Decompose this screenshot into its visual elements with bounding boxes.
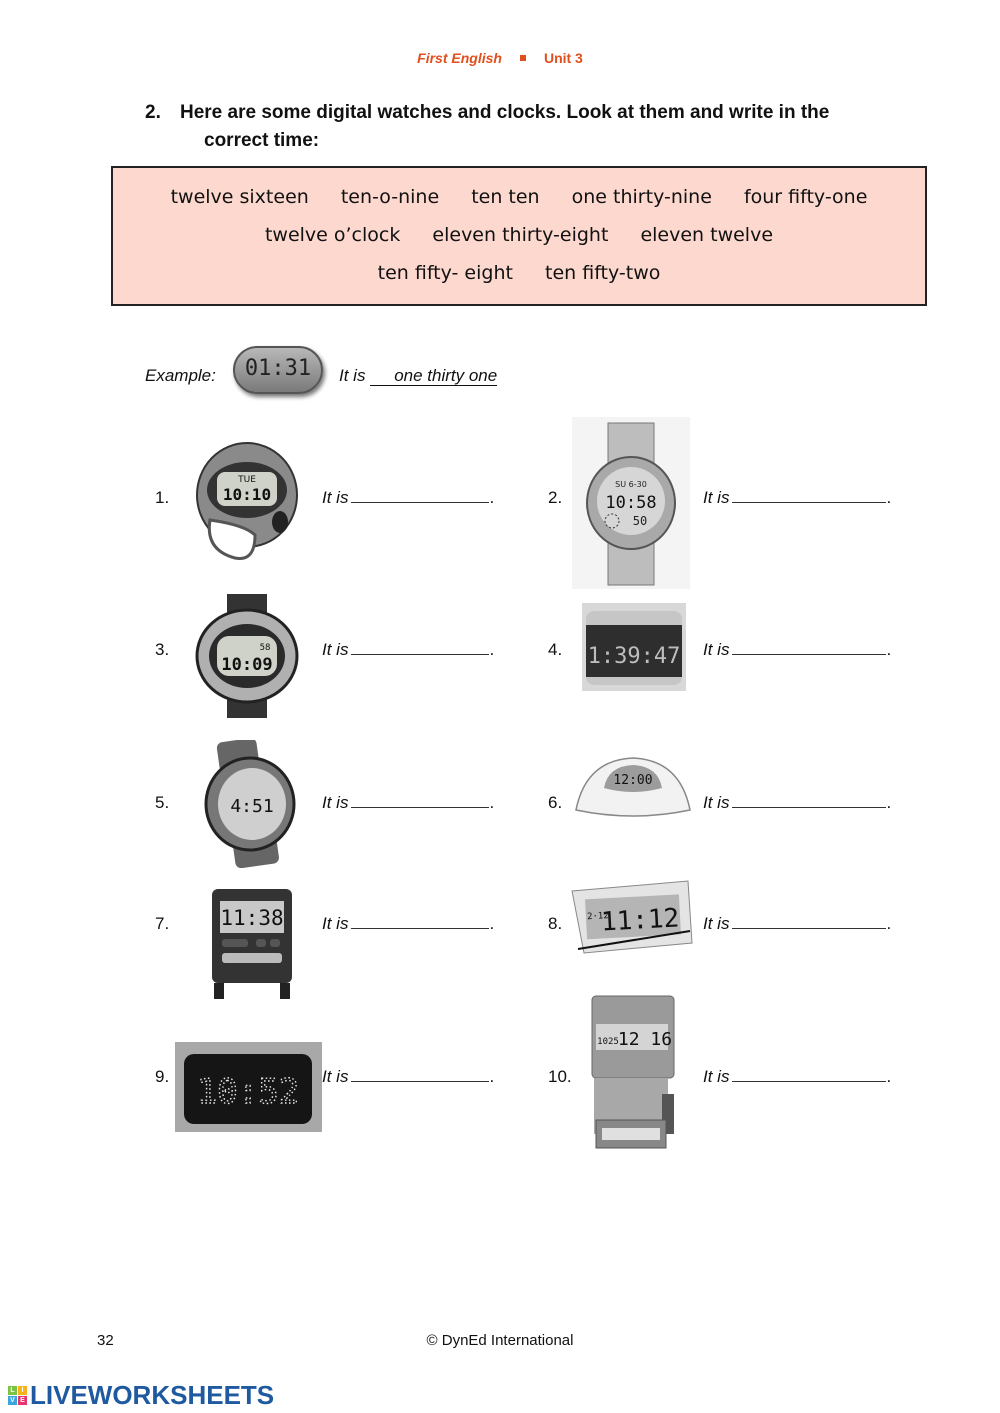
example-answer-text: one thirty one <box>370 367 498 386</box>
svg-text:10:10: 10:10 <box>223 485 271 504</box>
item-3-answer: It is. <box>322 640 495 659</box>
word-option[interactable]: four fifty-one <box>743 186 868 208</box>
running-header: First English Unit 3 <box>0 50 1000 66</box>
example-answer: It is one thirty one <box>339 366 498 386</box>
word-option[interactable]: eleven twelve <box>640 224 774 246</box>
item-7-answer-blank[interactable] <box>351 914 490 929</box>
metal-wristwatch-image: SU 6-30 10:58 50 <box>572 417 690 589</box>
word-bank-row-1: twelve sixteen ten-o-nine ten ten one th… <box>113 186 925 208</box>
copyright: © DynEd International <box>426 1332 574 1349</box>
word-bank: twelve sixteen ten-o-nine ten ten one th… <box>111 166 927 306</box>
svg-text:10:09: 10:09 <box>221 655 272 675</box>
instruction-line-2: correct time: <box>204 130 320 151</box>
svg-text:11:38: 11:38 <box>220 906 283 930</box>
svg-text:11:12: 11:12 <box>600 903 680 937</box>
svg-text:58: 58 <box>260 643 271 653</box>
desk-clock-image: 11:12 2·12 <box>570 877 694 957</box>
time-stamp-clock-image: 1025 12 16 <box>588 994 678 1150</box>
example-prompt: It is <box>339 366 366 385</box>
word-bank-row-3: ten fifty- eight ten fifty-two <box>113 262 925 284</box>
item-10-answer-blank[interactable] <box>732 1067 887 1082</box>
item-9-number: 9. <box>155 1067 170 1086</box>
item-2-prompt: It is <box>703 488 730 507</box>
item-3-number: 3. <box>155 640 170 659</box>
page-number: 32 <box>97 1332 114 1349</box>
item-8-answer: It is. <box>703 914 892 933</box>
item-10-prompt: It is <box>703 1067 730 1086</box>
word-option[interactable]: twelve o’clock <box>264 224 401 246</box>
item-3-prompt: It is <box>322 640 349 659</box>
word-option[interactable]: twelve sixteen <box>170 186 309 208</box>
item-8-prompt: It is <box>703 914 730 933</box>
svg-text:TUE: TUE <box>237 475 256 485</box>
item-10-number: 10. <box>548 1067 572 1086</box>
item-9-prompt: It is <box>322 1067 349 1086</box>
liveworksheets-wordmark: LIVEWORKSHEETS <box>30 1379 275 1410</box>
item-1-number: 1. <box>155 488 170 507</box>
item-4-prompt: It is <box>703 640 730 659</box>
word-option[interactable]: ten ten <box>471 186 540 208</box>
question-number: 2. <box>145 102 161 123</box>
item-7-prompt: It is <box>322 914 349 933</box>
item-2-number: 2. <box>548 488 563 507</box>
unit-label: Unit 3 <box>543 50 583 66</box>
item-5-answer: It is. <box>322 793 495 812</box>
word-option[interactable]: ten fifty-two <box>545 262 661 284</box>
instruction-line-1: Here are some digital watches and clocks… <box>180 102 830 123</box>
item-9-answer-blank[interactable] <box>351 1067 490 1082</box>
item-6-answer: It is. <box>703 793 892 812</box>
word-option[interactable]: ten fifty- eight <box>377 262 513 284</box>
item-9-answer: It is. <box>322 1067 495 1086</box>
svg-text:12:00: 12:00 <box>613 773 652 788</box>
item-2-answer: It is. <box>703 488 892 507</box>
item-4-answer: It is. <box>703 640 892 659</box>
item-5-answer-blank[interactable] <box>351 793 490 808</box>
stopwatch-image: TUE 10:10 <box>195 440 300 562</box>
item-7-answer: It is. <box>322 914 495 933</box>
sport-watch-image: 58 10:09 <box>195 590 300 722</box>
svg-text:12 16: 12 16 <box>618 1029 672 1050</box>
item-8-answer-blank[interactable] <box>732 914 887 929</box>
item-1-prompt: It is <box>322 488 349 507</box>
dome-alarm-clock-image: 12:00 <box>570 752 696 822</box>
item-7-number: 7. <box>155 914 170 933</box>
liveworksheets-logo-icon: L I V E <box>8 1385 27 1405</box>
question-instructions: 2. Here are some digital watches and cloc… <box>145 99 905 155</box>
svg-text:1025: 1025 <box>597 1037 619 1047</box>
svg-text:4:51: 4:51 <box>230 796 273 817</box>
item-10-answer: It is. <box>703 1067 892 1086</box>
svg-text:10:58: 10:58 <box>605 493 656 513</box>
bullet-separator <box>519 55 526 62</box>
book-title: First English <box>417 50 502 66</box>
example-clock-image: 01:31 <box>233 346 323 394</box>
item-1-answer: It is. <box>322 488 495 507</box>
svg-text:2·12: 2·12 <box>587 911 609 922</box>
cylinder-clock-image: 1:39:47 <box>582 603 686 691</box>
item-5-number: 5. <box>155 793 170 812</box>
word-option[interactable]: one thirty-nine <box>571 186 712 208</box>
liveworksheets-logo[interactable]: L I V E LIVEWORKSHEETS <box>8 1379 275 1410</box>
svg-text:10:52: 10:52 <box>197 1072 299 1112</box>
word-option[interactable]: eleven thirty-eight <box>432 224 609 246</box>
item-6-number: 6. <box>548 793 563 812</box>
item-8-number: 8. <box>548 914 563 933</box>
item-6-prompt: It is <box>703 793 730 812</box>
svg-text:SU 6-30: SU 6-30 <box>615 480 647 489</box>
example-label: Example: <box>145 366 216 385</box>
svg-text:1:39:47: 1:39:47 <box>588 644 681 669</box>
item-4-number: 4. <box>548 640 563 659</box>
item-6-answer-blank[interactable] <box>732 793 887 808</box>
word-option[interactable]: ten-o-nine <box>340 186 440 208</box>
word-bank-row-2: twelve o’clock eleven thirty-eight eleve… <box>113 224 925 246</box>
item-3-answer-blank[interactable] <box>351 640 490 655</box>
item-4-answer-blank[interactable] <box>732 640 887 655</box>
item-1-answer-blank[interactable] <box>351 488 490 503</box>
travel-alarm-clock-image: 11:38 <box>210 887 294 1001</box>
round-sport-watch-image: 4:51 <box>198 738 298 869</box>
led-clock-image: 10:52 <box>175 1042 322 1132</box>
item-2-answer-blank[interactable] <box>732 488 887 503</box>
item-5-prompt: It is <box>322 793 349 812</box>
svg-text:50: 50 <box>633 514 647 528</box>
